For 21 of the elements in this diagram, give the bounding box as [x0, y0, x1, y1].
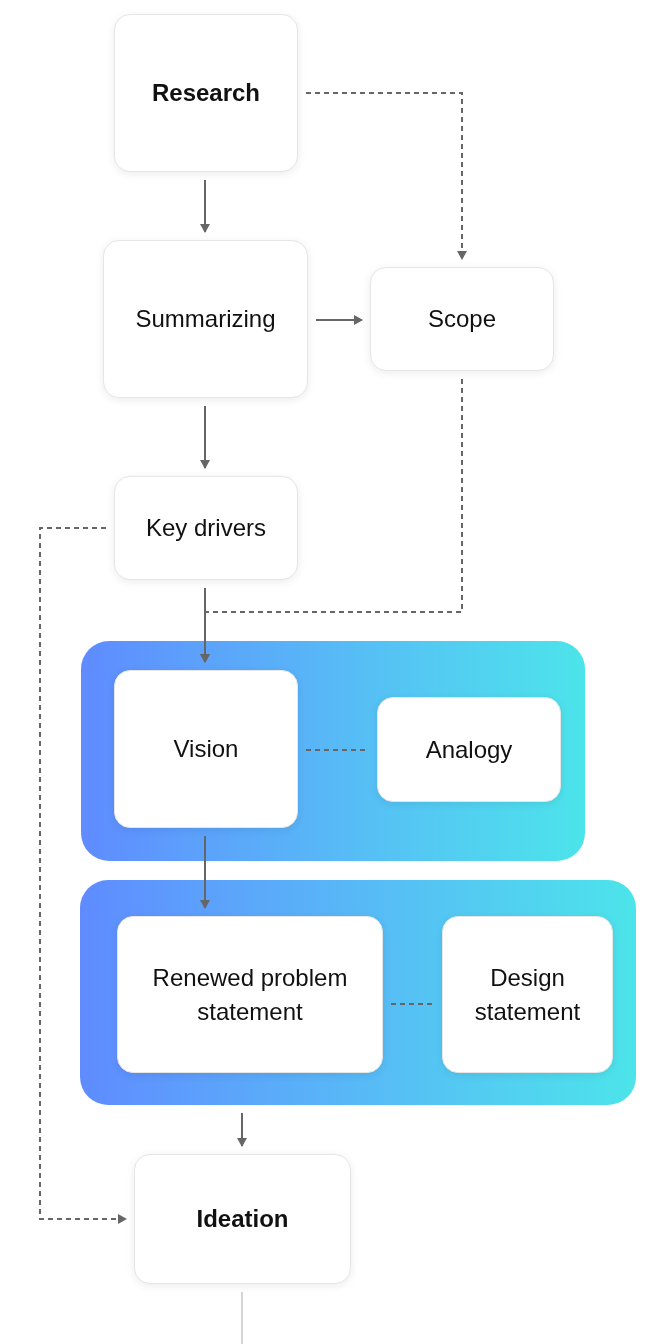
process-box: Analogy: [377, 697, 561, 802]
arrow: [200, 835, 210, 909]
arrow: [237, 1112, 247, 1147]
process-box: Summarizing: [103, 240, 308, 398]
process-box: Design statement: [442, 916, 613, 1073]
arrow: [200, 587, 210, 663]
arrow: [200, 179, 210, 233]
arrow: [315, 315, 363, 325]
connector-line: [390, 1003, 435, 1005]
process-box: Research: [114, 14, 298, 172]
group-panel: [81, 641, 585, 861]
process-box: Key drivers: [114, 476, 298, 580]
connector-line: [241, 1291, 243, 1344]
arrow: [200, 405, 210, 469]
arrow: [305, 92, 467, 260]
group-panel: [80, 880, 636, 1105]
arrow: [39, 527, 127, 1224]
process-box: Ideation: [134, 1154, 351, 1284]
process-box: Vision: [114, 670, 298, 828]
process-box: Scope: [370, 267, 554, 371]
process-box: Renewed problem statement: [117, 916, 383, 1073]
